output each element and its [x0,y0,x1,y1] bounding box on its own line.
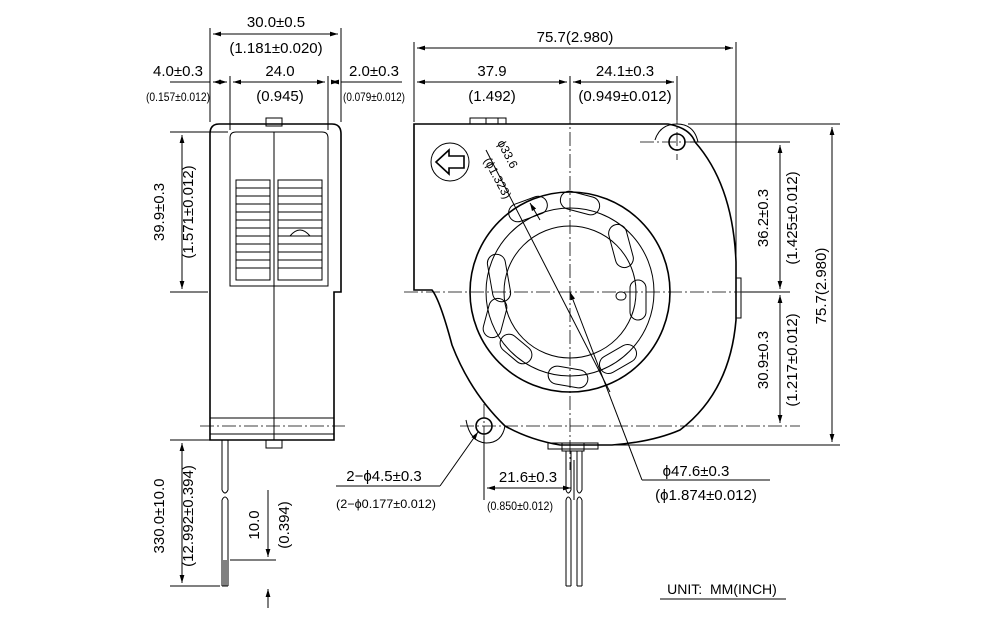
inlet-height-mm: 39.9±0.3 [151,183,168,241]
inlet-width-in: (0.945) [256,88,304,105]
hole-offset-mm: 24.1±0.3 [596,63,654,80]
inlet-height-in: (1.571±0.012) [180,165,197,258]
right-offset-mm: 2.0±0.3 [349,63,399,80]
lead-length-mm: 330.0±10.0 [151,479,168,554]
strip-length-mm: 10.0 [246,510,263,539]
upper-height-mm: 36.2±0.3 [755,189,772,247]
inlet-width-mm: 24.0 [265,63,294,80]
overall-width: 75.7(2.980) [537,29,614,46]
unit-label: UNIT: MM(INCH) [667,581,777,597]
impeller-diameter-mm: ϕ47.6±0.3 [663,463,730,480]
side-inlet [229,131,329,287]
side-vanes-right [277,179,323,281]
hub-offset-in: (1.492) [468,88,516,105]
lead-offset-mm: 21.6±0.3 [499,469,557,486]
strip-length-in: (0.394) [276,501,293,549]
front-lead-wires [565,451,583,587]
side-lead-wire [221,440,229,587]
lead-offset-in: (0.850±0.012) [487,499,553,513]
side-view [200,117,345,587]
front-dimension-lines [336,42,840,500]
impeller-blades [482,190,647,389]
lower-height-in: (1.217±0.012) [784,313,801,406]
side-width-mm: 30.0±0.5 [247,14,305,31]
lower-height-mm: 30.9±0.3 [755,331,772,389]
front-housing-outline [413,123,737,446]
hole-offset-in: (0.949±0.012) [578,88,671,105]
airflow-arrow-icon [430,142,470,182]
overall-height: 75.7(2.980) [813,248,830,325]
side-width-in: (1.181±0.020) [229,40,322,57]
side-dimension-lines [170,28,402,608]
hub-offset-mm: 37.9 [477,63,506,80]
impeller-diameter-in: (ϕ1.874±0.012) [655,487,757,504]
hole-spec-mm: 2−ϕ4.5±0.3 [346,468,421,485]
left-offset-mm: 4.0±0.3 [153,63,203,80]
front-view [404,110,800,587]
hole-spec-in: (2−ϕ0.177±0.012) [336,497,436,511]
lead-length-in: (12.992±0.394) [180,465,197,567]
left-offset-in: (0.157±0.012) [146,90,210,104]
upper-height-in: (1.425±0.012) [784,171,801,264]
side-vanes-left [235,179,271,281]
right-offset-in: (0.079±0.012) [343,90,405,104]
side-body-outline [209,123,342,441]
